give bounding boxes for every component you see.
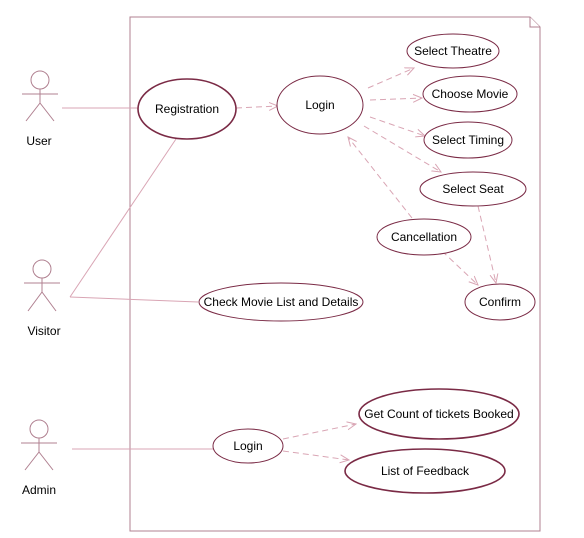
actor-user-label: User bbox=[26, 134, 51, 148]
dep-login-select-theatre bbox=[367, 68, 414, 89]
actor-visitor-label: Visitor bbox=[27, 324, 60, 338]
use-case-select-seat: Select Seat bbox=[419, 171, 527, 207]
use-case-login-user: Login bbox=[276, 75, 364, 135]
use-case-login-admin-label: Login bbox=[233, 439, 262, 453]
use-case-choose-movie: Choose Movie bbox=[422, 75, 518, 113]
assoc-visitor-registration bbox=[69, 138, 177, 298]
boundary-fold bbox=[529, 17, 540, 28]
visitor-stick-figure-icon bbox=[24, 259, 60, 312]
dep-select-seat-confirm bbox=[477, 205, 496, 283]
use-case-list-feedback: List of Feedback bbox=[344, 448, 506, 494]
use-case-select-seat-label: Select Seat bbox=[442, 182, 504, 196]
use-case-cancellation: Cancellation bbox=[376, 218, 472, 256]
use-case-check-movie-list-label: Check Movie List and Details bbox=[204, 295, 359, 309]
use-case-select-theatre-label: Select Theatre bbox=[414, 44, 492, 58]
use-case-get-count-label: Get Count of tickets Booked bbox=[364, 407, 513, 421]
dep-cancellation-confirm bbox=[441, 250, 478, 285]
dep-login-select-seat bbox=[363, 125, 441, 172]
dep-admin-login-list-feedback bbox=[282, 450, 349, 460]
actor-admin: Admin bbox=[21, 419, 57, 497]
use-case-select-timing-label: Select Timing bbox=[432, 133, 504, 147]
use-case-choose-movie-label: Choose Movie bbox=[432, 87, 509, 101]
use-case-get-count: Get Count of tickets Booked bbox=[358, 388, 520, 440]
use-case-cancellation-label: Cancellation bbox=[391, 230, 457, 244]
actor-admin-label: Admin bbox=[22, 483, 56, 497]
admin-stick-figure-icon bbox=[21, 419, 57, 471]
dep-admin-login-get-count bbox=[282, 424, 356, 440]
use-case-registration-label: Registration bbox=[155, 102, 219, 116]
use-case-select-timing: Select Timing bbox=[423, 121, 513, 159]
actor-visitor: Visitor bbox=[24, 259, 61, 338]
use-case-check-movie-list: Check Movie List and Details bbox=[198, 282, 364, 322]
dep-cancellation-login bbox=[348, 137, 413, 219]
use-case-confirm: Confirm bbox=[464, 283, 536, 321]
use-case-login-admin: Login bbox=[212, 428, 284, 464]
use-case-registration: Registration bbox=[137, 78, 237, 140]
use-case-select-theatre: Select Theatre bbox=[406, 33, 500, 69]
use-case-list-feedback-label: List of Feedback bbox=[381, 464, 470, 478]
use-case-confirm-label: Confirm bbox=[479, 295, 521, 309]
assoc-visitor-check-movie-list bbox=[69, 296, 199, 303]
user-stick-figure-icon bbox=[22, 70, 58, 122]
dep-login-choose-movie bbox=[369, 98, 422, 100]
use-case-login-user-label: Login bbox=[305, 98, 334, 112]
actor-user: User bbox=[22, 70, 58, 148]
dep-registration-login bbox=[235, 106, 278, 108]
